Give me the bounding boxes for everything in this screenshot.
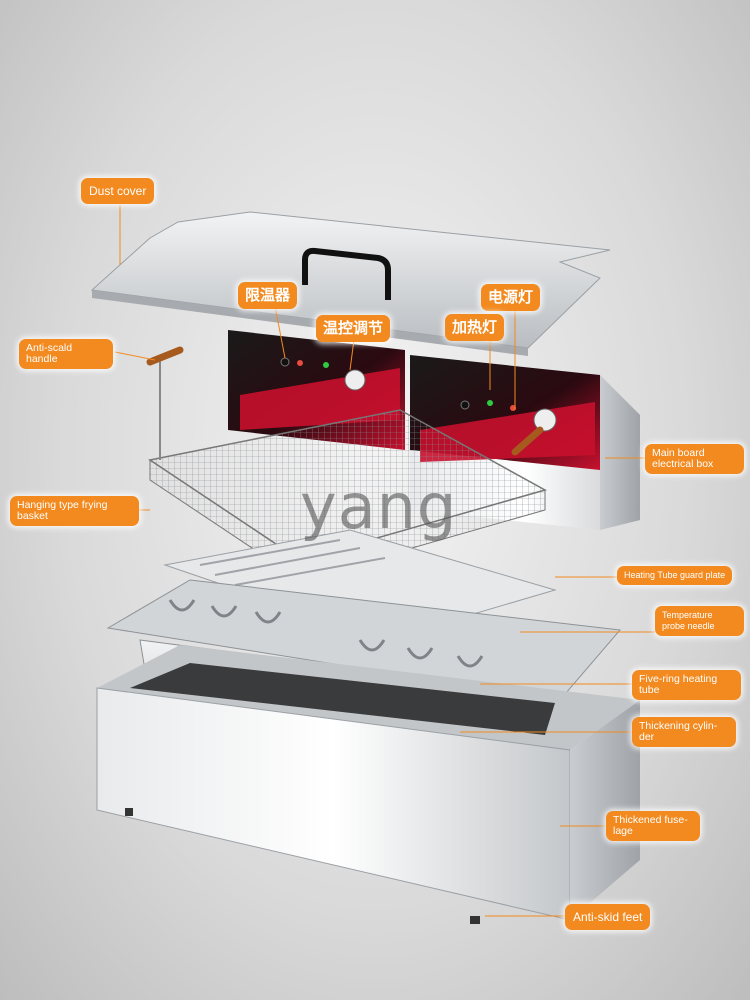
label-heating-light: 加热灯 (445, 314, 505, 341)
thermostat-knob-right (533, 408, 557, 432)
label-cylinder: Thickening cylin- der (632, 717, 736, 747)
thermostat-knob-left (344, 369, 366, 391)
label-anti-scald-handle: Anti-scald handle (19, 339, 113, 369)
label-power-light: 电源灯 (481, 284, 541, 311)
label-temp-control: 温控调节 (316, 315, 391, 342)
label-dust-cover: Dust cover (81, 178, 155, 204)
label-frying-basket: Hanging type frying basket (10, 496, 139, 526)
label-main-board: Main board electrical box (645, 444, 744, 474)
heating-tubes (168, 599, 484, 668)
foot (125, 808, 133, 816)
label-tube-guard: Heating Tube guard plate (617, 566, 733, 585)
lid-handle (302, 247, 391, 300)
label-probe-needle: Temperature probe needle (655, 606, 744, 636)
watermark: yang (300, 470, 458, 543)
label-temp-limiter: 限温器 (238, 282, 298, 309)
foot (470, 916, 480, 924)
label-anti-skid-feet: Anti-skid feet (565, 904, 651, 930)
label-heating-tube: Five-ring heating tube (632, 670, 741, 700)
label-fuselage: Thickened fuse- lage (606, 811, 700, 841)
fuselage (96, 645, 640, 924)
